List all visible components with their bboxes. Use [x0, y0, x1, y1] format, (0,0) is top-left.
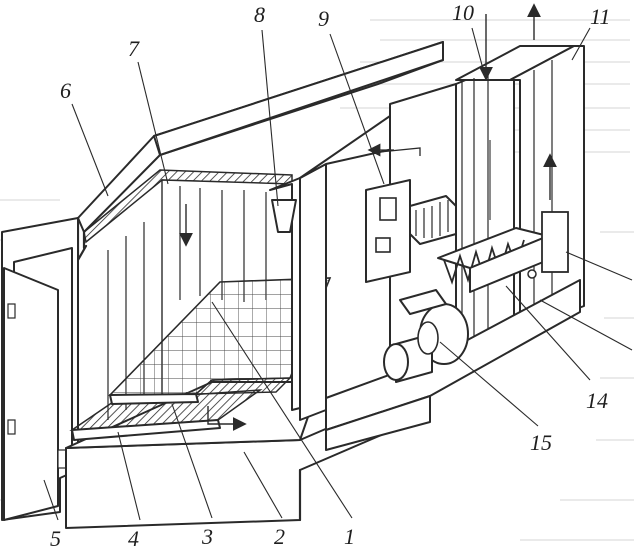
control-box[interactable] — [365, 179, 411, 283]
callout-3: 3 — [201, 524, 213, 549]
callout-14: 14 — [586, 388, 608, 413]
leader-lines — [43, 27, 633, 521]
callout-6: 6 — [60, 78, 71, 103]
callout-10: 10 — [452, 0, 474, 25]
switch-upper[interactable] — [379, 197, 397, 221]
drying-chamber — [1, 41, 444, 529]
callout-11: 11 — [590, 4, 610, 29]
machine-compartment — [299, 3, 585, 451]
door-hinge-top — [7, 303, 16, 319]
callout-5: 5 — [50, 526, 61, 550]
door[interactable] — [3, 267, 59, 521]
roof-top — [153, 41, 444, 156]
door-handle[interactable] — [57, 449, 67, 469]
fan-housing — [541, 211, 569, 273]
callouts: 1 2 3 4 5 6 7 8 9 10 11 14 15 — [50, 0, 610, 550]
door-hinge-bottom — [7, 419, 16, 435]
floor-slab — [65, 389, 417, 529]
partition — [269, 177, 301, 411]
motor-shaft-end — [383, 343, 409, 381]
fan-pulley — [527, 269, 537, 279]
callout-8: 8 — [254, 2, 265, 27]
airflow-out-arrow — [207, 406, 247, 431]
callout-9: 9 — [318, 6, 329, 31]
callout-4: 4 — [128, 526, 139, 550]
shelf-upper — [194, 377, 292, 395]
callout-1: 1 — [344, 524, 355, 549]
callout-7: 7 — [128, 36, 140, 61]
callout-2: 2 — [274, 524, 285, 549]
callout-15: 15 — [530, 430, 552, 455]
switch-lower[interactable] — [375, 237, 391, 253]
heater-block — [409, 195, 457, 245]
machine-front-panel — [299, 163, 327, 421]
